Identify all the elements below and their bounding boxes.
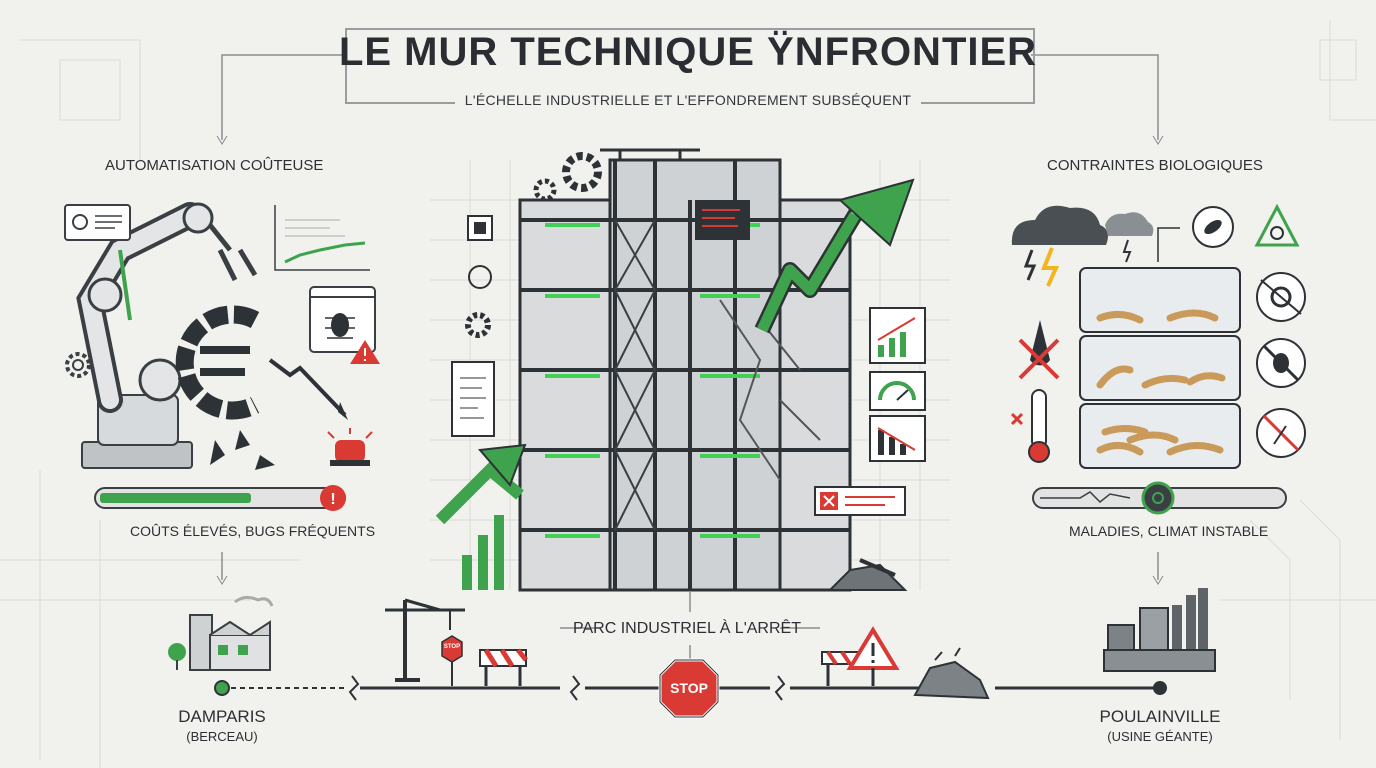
mini-line-chart: [274, 205, 370, 271]
barrier-warning-icon: [821, 626, 900, 686]
start-city: DAMPARIS (BERCEAU): [162, 707, 282, 744]
end-city: POULAINVILLE (USINE GÉANTE): [1085, 707, 1235, 744]
crate-connector: [1157, 227, 1180, 262]
robot-arm-icon: [76, 202, 258, 469]
right-panel-heading: CONTRAINTES BIOLOGIQUES: [1047, 157, 1263, 174]
stop-sign-label: STOP: [670, 680, 708, 696]
start-city-name: DAMPARIS: [178, 707, 266, 726]
rising-chart-card: [869, 307, 926, 364]
end-city-note: (USINE GÉANTE): [1107, 729, 1213, 744]
refresh-icon: [468, 265, 492, 289]
biohazard-warning-icon: [1254, 203, 1300, 247]
center-caption: PARC INDUSTRIEL À L'ARRÊT: [573, 620, 801, 637]
biology-progress-bar: [1032, 481, 1287, 515]
rubble-icon: [913, 647, 990, 700]
small-factory-icon: [168, 595, 274, 671]
road-barrier-icon: [479, 648, 528, 686]
arrow-head-right-down: [1152, 575, 1164, 585]
broken-euro-icon: [175, 305, 275, 470]
gear-icon: [65, 352, 91, 378]
thermometer-icon: [1010, 389, 1050, 463]
small-stop-sign: [441, 635, 463, 686]
warning-triangle-icon: [350, 340, 380, 364]
down-trend-arrow-head: [338, 402, 348, 420]
left-panel-heading: AUTOMATISATION COÛTEUSE: [105, 157, 324, 174]
no-water-icon: [1018, 320, 1060, 380]
cost-progress-bar: !: [94, 485, 346, 511]
bug-window-icon: [309, 286, 376, 353]
gear-icon-small: [465, 312, 491, 338]
page-subtitle: L'ÉCHELLE INDUSTRIELLE ET L'EFFONDREMENT…: [0, 92, 1376, 108]
arrow-head-left: [216, 135, 228, 145]
arrow-head-left-down: [216, 575, 228, 585]
error-dialog-icon: [814, 486, 906, 516]
stop-sign-icon[interactable]: [658, 658, 720, 719]
rubble-pile: [827, 558, 908, 591]
subtitle-text: L'ÉCHELLE INDUSTRIELLE ET L'EFFONDREMENT…: [454, 92, 922, 108]
start-city-note: (BERCEAU): [186, 729, 258, 744]
title-connectors: [221, 54, 1159, 140]
timeline: [214, 675, 1167, 701]
falling-chart-card: [869, 415, 926, 462]
end-city-name: POULAINVILLE: [1099, 707, 1221, 726]
insect-crates: [1079, 267, 1241, 469]
bacteria-icon: [1192, 206, 1234, 248]
svg-text:!: !: [330, 491, 335, 508]
settings-panel-icon: [64, 204, 131, 241]
left-panel-caption: COÛTS ÉLEVÉS, BUGS FRÉQUENTS: [130, 523, 376, 539]
tower-gears-icon: [533, 152, 602, 202]
crane-icon: [385, 598, 465, 682]
gauge-card: [869, 371, 926, 411]
no-insects-icon: [1256, 338, 1306, 388]
right-panel-caption: MALADIES, CLIMAT INSTABLE: [1069, 523, 1269, 539]
page-title: LE MUR TECHNIQUE ŸNFRONTIER: [338, 30, 1038, 74]
alarm-light-icon: [327, 428, 373, 466]
growth-arrow-icon: [435, 178, 915, 590]
storm-cloud-icon: [1011, 205, 1154, 287]
arrow-head-right: [1152, 135, 1164, 145]
industrial-tower: [518, 148, 852, 592]
small-stop-sign-label: STOP: [443, 644, 461, 650]
no-heat-icon: [1256, 408, 1306, 458]
biohazard-icon: [1256, 272, 1306, 322]
giant-factory-icon: [1103, 588, 1216, 672]
chip-icon: [467, 215, 493, 241]
document-icon: [451, 361, 495, 437]
down-trend-arrow: [268, 358, 347, 417]
